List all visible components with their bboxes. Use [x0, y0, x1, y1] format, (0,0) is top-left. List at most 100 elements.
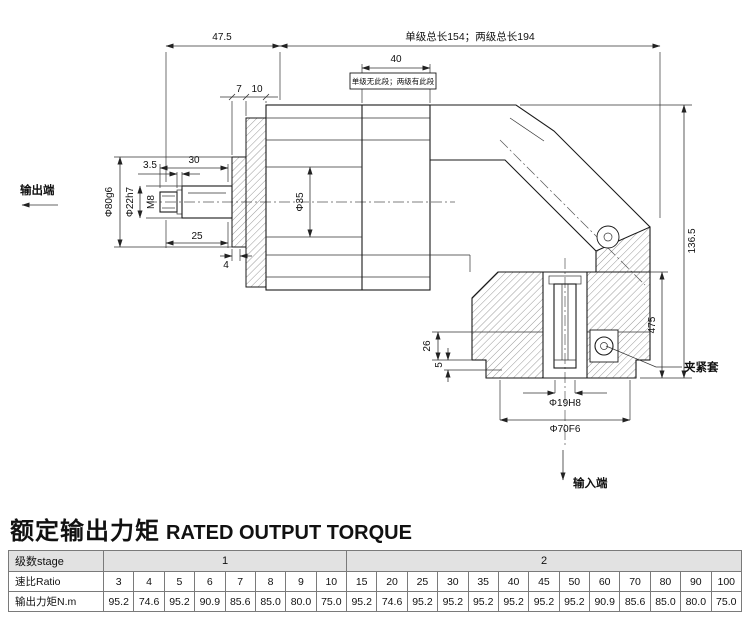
torque-cell-18: 85.0	[649, 591, 682, 612]
torque-cell-19: 80.0	[680, 591, 712, 612]
ratio-cell-11: 30	[437, 571, 469, 592]
dim-7-text: 7	[236, 84, 242, 95]
row-header-stage: 级数stage	[8, 550, 104, 572]
ratio-cell-14: 45	[528, 571, 560, 592]
dim-groove-3-5: 3.5	[138, 160, 200, 188]
dim-40-text: 40	[390, 54, 402, 65]
ratio-cell-4: 7	[224, 571, 256, 592]
torque-cell-15: 95.2	[558, 591, 591, 612]
dim-input-475: 475	[640, 271, 668, 379]
ratio-cell-1: 4	[133, 571, 165, 592]
clamp-screw-icon	[594, 336, 614, 356]
dim-height-136-5: 136.5	[520, 104, 698, 379]
ratio-cell-12: 35	[467, 571, 499, 592]
torque-cell-4: 85.6	[224, 591, 256, 612]
dim-22h7-text: Φ22h7	[125, 186, 136, 217]
dim-shaft-22: Φ22h7	[125, 185, 182, 219]
torque-cell-13: 95.2	[497, 591, 530, 612]
dim-bore-35: Φ35	[295, 166, 313, 238]
dim-3-5-text: 3.5	[143, 160, 157, 171]
dim-total-length-text: 单级总长154；两级总长194	[405, 30, 535, 43]
clamp-leader: 夹紧套	[605, 345, 719, 374]
dim-136-5-text: 136.5	[687, 228, 698, 253]
dim-40-segment: 40 单级无此段；两级有此段	[349, 54, 437, 103]
ratio-cell-13: 40	[497, 571, 530, 592]
torque-cell-6: 80.0	[285, 591, 317, 612]
output-end-label: 输出端	[20, 183, 55, 197]
output-flange	[231, 117, 267, 288]
clamp-screw-pocket	[589, 329, 619, 363]
centerlines	[146, 139, 646, 448]
ratio-cell-18: 80	[649, 571, 682, 592]
dim-80g6-text: Φ80g6	[104, 186, 115, 217]
input-end-callout: 输入端	[560, 450, 608, 490]
dim-flange-7-10: 7 10	[220, 84, 278, 155]
ratio-cell-5: 8	[254, 571, 287, 592]
torque-cell-7: 75.0	[315, 591, 348, 612]
torque-cell-2: 95.2	[163, 591, 196, 612]
dim-front-length-text: 47.5	[212, 32, 232, 43]
ratio-cell-3: 6	[194, 571, 226, 592]
segment-note-text: 单级无此段；两级有此段	[352, 76, 435, 86]
thread-callout-m8: M8	[146, 195, 157, 209]
input-end-label: 输入端	[573, 476, 608, 490]
torque-cell-11: 95.2	[437, 591, 469, 612]
torque-cell-16: 90.9	[588, 591, 621, 612]
dim-pilot-80: Φ80g6	[104, 156, 232, 248]
ratio-cell-6: 9	[285, 571, 317, 592]
technical-drawing: 47.5 单级总长154；两级总长194 40 单级无此段；两级有此段 7 10…	[20, 30, 719, 490]
input-housing	[471, 271, 651, 379]
torque-cell-20: 75.0	[710, 591, 742, 612]
dim-key-25: 25	[165, 220, 229, 248]
dim-front-length: 47.5	[165, 32, 281, 182]
dim-70f6-text: Φ70F6	[550, 424, 581, 435]
dim-26-text: 26	[422, 340, 433, 352]
dim-30-text: 30	[188, 155, 200, 166]
dim-5-text: 5	[434, 362, 445, 368]
section-title: 额定输出力矩 RATED OUTPUT TORQUE	[10, 511, 740, 546]
dim-19h8-text: Φ19H8	[549, 398, 581, 409]
dim-10-text: 10	[251, 84, 263, 95]
torque-cell-0: 95.2	[102, 591, 135, 612]
stage-group-1: 1	[103, 550, 347, 572]
ratio-cell-17: 70	[619, 571, 651, 592]
gearbox-body	[265, 104, 431, 291]
ratio-cell-16: 60	[588, 571, 621, 592]
row-header-torque: 输出力矩N.m	[8, 591, 104, 612]
torque-cell-9: 74.6	[376, 591, 408, 612]
stage-group-2: 2	[346, 550, 742, 572]
output-shaft	[159, 185, 233, 219]
clamp-label: 夹紧套	[684, 360, 719, 374]
ratio-cell-8: 15	[345, 571, 378, 592]
thread-m8-text: M8	[146, 195, 157, 209]
torque-cell-12: 95.2	[467, 591, 499, 612]
torque-cell-8: 95.2	[345, 591, 378, 612]
ratio-cell-9: 20	[376, 571, 408, 592]
torque-cell-14: 95.2	[528, 591, 560, 612]
torque-cell-5: 85.0	[254, 591, 287, 612]
ratio-cell-10: 25	[406, 571, 439, 592]
segment-note-box	[349, 72, 437, 90]
dim-4-text: 4	[223, 260, 229, 271]
dim-bore-19: Φ19H8	[523, 380, 607, 409]
dim-off-4: 4	[220, 249, 252, 271]
torque-cell-10: 95.2	[406, 591, 439, 612]
dim-26: 26	[422, 331, 472, 361]
ratio-cell-0: 3	[102, 571, 135, 592]
dim-shaft-30: 30	[159, 155, 229, 188]
torque-cell-1: 74.6	[133, 591, 165, 612]
clamping-sleeve	[548, 275, 619, 369]
ratio-cell-7: 10	[315, 571, 348, 592]
ratio-cell-19: 90	[680, 571, 712, 592]
ratio-cell-2: 5	[163, 571, 196, 592]
title-en: RATED OUTPUT TORQUE	[166, 522, 412, 544]
dim-spigot-70: Φ70F6	[499, 380, 631, 435]
dim-475-text: 475	[647, 316, 658, 333]
torque-cell-3: 90.9	[194, 591, 226, 612]
title-zh: 额定输出力矩	[10, 518, 160, 545]
ratio-cell-15: 50	[558, 571, 591, 592]
